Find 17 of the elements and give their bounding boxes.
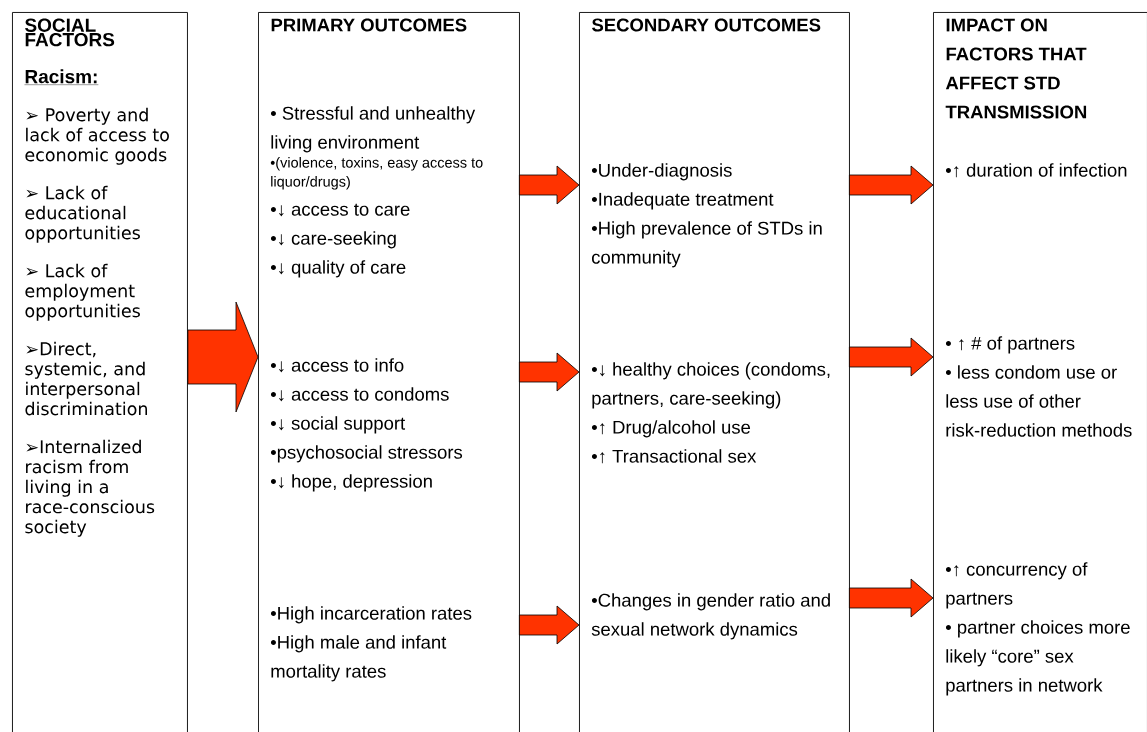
block-arrow	[849, 337, 934, 377]
block-arrow	[519, 605, 580, 645]
block-arrow	[519, 165, 580, 205]
bullet-list: •↑ concurrency of partners • partner choices more likely “core” sex partners in network	[945, 562, 1130, 696]
block-arrow	[849, 165, 934, 205]
bullet-list: •Changes in gender ratio and sexual network dynamics	[591, 593, 830, 640]
block-arrow	[187, 301, 259, 413]
bullet-list: •↑ duration of infection	[945, 163, 1127, 178]
bullet-list: • ↑ # of partners • less condom use or less use of other risk-reduction methods	[945, 336, 1132, 437]
block-arrow	[849, 578, 934, 618]
column-box: SOCIAL FACTORS Racism: ➢ Poverty and lack of access to economic goods ➢ Lack of educational opportunities ➢ Lack of employment opportunities ➢Direct, systemic, and interpersonal discrimination ➢Internalized racism from living in a race-conscious society	[12, 12, 188, 732]
bullet-list: •↓ access to info •↓ access to condoms •↓ social support •psychosocial stressors •↓ hope, depression	[270, 358, 463, 492]
block-arrow	[519, 352, 580, 392]
bullet-list: •High incarceration rates •High male and infant mortality rates	[270, 606, 472, 682]
bullet-list: •↓ healthy choices (condoms, partners, care-seeking) •↑ Drug/alcohol use •↑ Transactional sex	[591, 362, 830, 464]
bullet-list: • Stressful and unhealthy living environment •(violence, toxins, easy access to liquor/drugs) •↓ access to care •↓ care-seeking •↓ quality of care	[270, 106, 483, 278]
bullet-list: •Under-diagnosis •Inadequate treatment •High prevalence of STDs in community	[591, 163, 822, 268]
